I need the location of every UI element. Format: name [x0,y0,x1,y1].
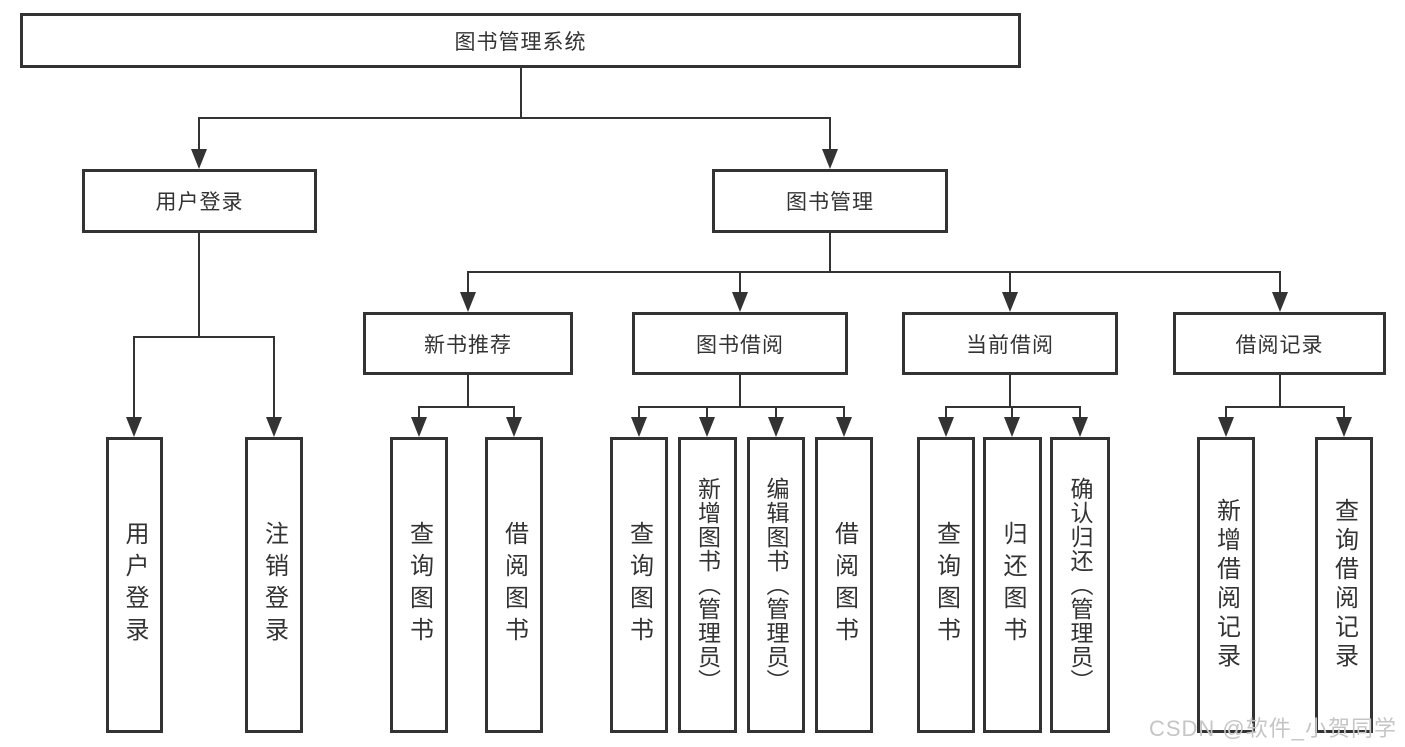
connector-line [467,271,469,294]
leaf-user-login: 用户登录 [106,437,163,733]
connector-line [1011,406,1013,420]
arrowhead-down-icon [266,417,282,437]
connector-line [775,406,777,420]
leaf-logout: 注销登录 [245,437,303,733]
connector-line [638,406,640,420]
connector-line [829,233,831,272]
leaf-record-add: 新增借阅记录 [1197,437,1255,733]
connector-line [1225,406,1345,408]
connector-line [1009,271,1011,294]
node-book-borrow: 图书借阅 [632,312,848,375]
node-root: 图书管理系统 [20,13,1021,68]
connector-line [273,336,275,420]
arrowhead-down-icon [506,417,522,437]
connector-line [198,117,200,150]
connector-line [134,336,275,338]
connector-line [418,406,420,420]
arrowhead-down-icon [1336,417,1352,437]
leaf-current-return: 归还图书 [983,437,1042,733]
arrowhead-down-icon [836,417,852,437]
connector-line [739,375,741,407]
connector-line [520,68,522,118]
leaf-current-query: 查询图书 [917,437,975,733]
leaf-borrow-add-admin: 新增图书（管理员） [678,437,737,733]
connector-line [1343,406,1345,420]
node-borrow-record: 借阅记录 [1173,312,1386,375]
leaf-borrow-edit-admin: 编辑图书（管理员） [747,437,805,733]
arrowhead-down-icon [1218,417,1234,437]
connector-line [829,117,831,150]
connector-line [198,117,831,119]
leaf-record-query: 查询借阅记录 [1315,437,1373,733]
node-current-borrow: 当前借阅 [902,312,1118,375]
connector-line [513,406,515,420]
leaf-borrow-query: 查询图书 [610,437,668,733]
node-user-login: 用户登录 [82,169,317,233]
arrowhead-down-icon [126,417,142,437]
arrowhead-down-icon [732,292,748,312]
connector-line [706,406,708,420]
connector-line [467,375,469,407]
arrowhead-down-icon [1272,292,1288,312]
arrowhead-down-icon [1072,417,1088,437]
connector-line [1009,375,1011,407]
leaf-current-confirm-admin: 确认归还（管理员） [1050,437,1110,733]
leaf-borrow-borrow: 借阅图书 [815,437,873,733]
arrowhead-down-icon [1004,417,1020,437]
node-new-book-rec: 新书推荐 [363,312,573,375]
arrowhead-down-icon [938,417,954,437]
arrowhead-down-icon [460,292,476,312]
csdn-watermark: CSDN @软件_小贺同学 [1148,716,1397,741]
arrowhead-down-icon [191,149,207,169]
arrowhead-down-icon [699,417,715,437]
connector-line [198,233,200,337]
connector-line [945,406,947,420]
arrowhead-down-icon [411,417,427,437]
node-book-mgmt: 图书管理 [712,169,948,233]
connector-line [467,271,1281,273]
connector-line [638,406,845,408]
arrowhead-down-icon [822,149,838,169]
connector-line [418,406,515,408]
connector-line [843,406,845,420]
connector-line [1225,406,1227,420]
arrowhead-down-icon [1002,292,1018,312]
connector-line [133,336,135,420]
leaf-newbook-borrow: 借阅图书 [485,437,543,733]
leaf-newbook-query: 查询图书 [390,437,448,733]
connector-line [1279,375,1281,407]
connector-line [739,271,741,294]
arrowhead-down-icon [768,417,784,437]
connector-line [1279,271,1281,294]
arrowhead-down-icon [631,417,647,437]
connector-line [1079,406,1081,420]
